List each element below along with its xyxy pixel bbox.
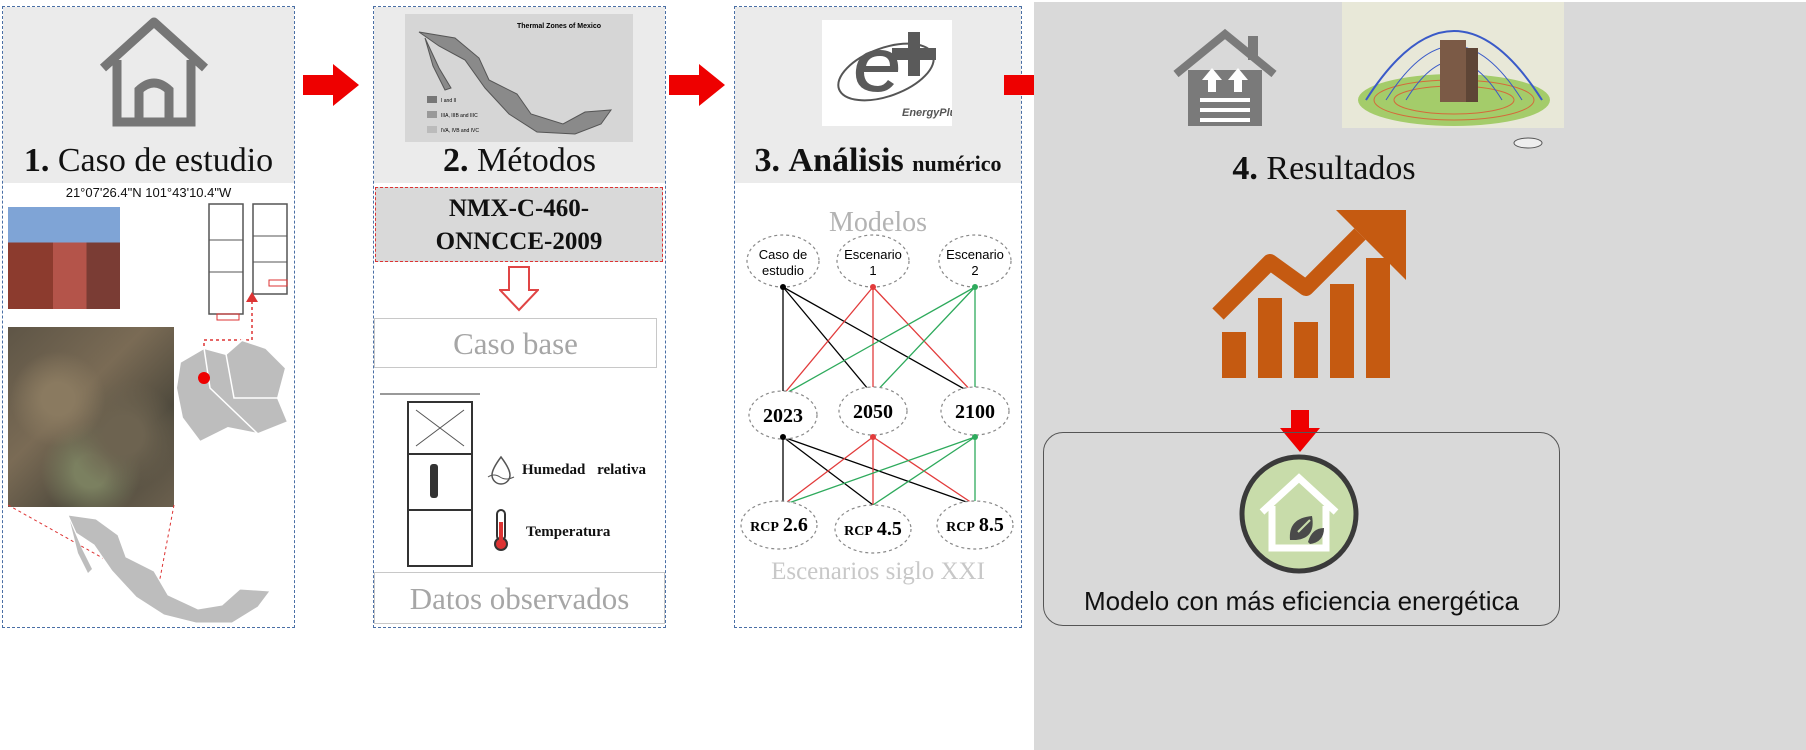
sensor-floor-plan xyxy=(380,393,480,567)
svg-text:estudio: estudio xyxy=(762,263,804,278)
energyplus-text: EnergyPlus xyxy=(902,107,952,119)
final-model-label: Modelo con más eficiencia energética xyxy=(1083,586,1520,616)
final-model-box xyxy=(1043,432,1560,626)
scenario-network: Modelos Caso de estudio Escenario 1 Esc xyxy=(740,207,1014,585)
solar-study-image xyxy=(1342,2,1564,128)
svg-text:RCP 2.6: RCP 2.6 xyxy=(750,514,808,536)
rcp-node-2-6: RCP 2.6 xyxy=(740,500,818,550)
panel3-title: 3. Análisis numérico xyxy=(754,142,1002,179)
map-legend-2: IIIA, IIIB and IIIC xyxy=(441,113,478,119)
results-down-arrow xyxy=(1280,410,1320,452)
small-ellipse-mark xyxy=(1513,137,1543,149)
model-node-1: Caso de estudio xyxy=(746,234,820,288)
thermometer-icon xyxy=(494,509,508,551)
municipality-map xyxy=(174,338,290,444)
svg-text:2100: 2100 xyxy=(955,401,995,423)
map-title: Thermal Zones of Mexico xyxy=(517,23,601,30)
standard-box: NMX-C-460- ONNCCE-2009 xyxy=(375,187,663,262)
standard-line-2: ONNCCE-2009 xyxy=(435,228,603,255)
floor-plan-image xyxy=(208,203,288,321)
map-legend-3: IVA, IVB and IVC xyxy=(441,128,479,134)
standard-line-1: NMX-C-460- xyxy=(448,195,590,222)
svg-text:Escenario: Escenario xyxy=(844,247,902,262)
thermal-zones-map: Thermal Zones of Mexico I and II IIIA, I… xyxy=(405,14,633,142)
down-arrow-icon xyxy=(499,266,539,312)
house-outline-icon xyxy=(99,17,209,127)
mexico-map xyxy=(8,505,271,624)
panel1-title: 1. Caso de estudio xyxy=(23,142,274,179)
year-node-2100: 2100 xyxy=(940,386,1010,436)
panel2-title: 2. Métodos xyxy=(443,142,596,179)
year-node-2023: 2023 xyxy=(748,390,818,440)
humidity-label: Humedad relativa xyxy=(522,462,646,478)
house-photo xyxy=(8,207,120,309)
humidity-icon xyxy=(487,455,515,485)
flow-arrow-2 xyxy=(669,64,725,106)
temperature-label: Temperatura xyxy=(526,524,611,540)
energyplus-logo: EnergyPlus xyxy=(822,20,952,126)
model-node-2: Escenario 1 xyxy=(836,234,910,288)
model-node-3: Escenario 2 xyxy=(938,234,1012,288)
svg-text:RCP 8.5: RCP 8.5 xyxy=(946,514,1004,536)
rcp-node-8-5: RCP 8.5 xyxy=(936,500,1014,550)
rcp-node-4-5: RCP 4.5 xyxy=(834,504,912,554)
svg-text:Escenario: Escenario xyxy=(946,247,1004,262)
panel1-header xyxy=(3,7,294,183)
flow-arrow-1 xyxy=(303,64,359,106)
coordinates-label: 21°07'26.4"N 101°43'10.4"W xyxy=(65,185,232,200)
eco-house-leaf-icon xyxy=(1239,454,1359,574)
svg-text:Caso de: Caso de xyxy=(759,247,807,262)
svg-text:2023: 2023 xyxy=(763,405,803,427)
year-node-2050: 2050 xyxy=(838,386,908,436)
house-heating-icon xyxy=(1173,28,1277,126)
scenarios-label: Escenarios siglo XXI xyxy=(771,558,985,585)
base-case-box: Caso base xyxy=(374,318,657,368)
svg-text:1: 1 xyxy=(869,263,876,278)
svg-text:RCP 4.5: RCP 4.5 xyxy=(844,518,902,540)
growth-chart-icon xyxy=(1212,210,1406,378)
panel4-title: 4. Resultados xyxy=(1232,150,1416,187)
observed-data-box: Datos observados xyxy=(374,572,665,624)
svg-text:2050: 2050 xyxy=(853,401,893,423)
svg-text:2: 2 xyxy=(971,263,978,278)
satellite-map xyxy=(8,327,174,507)
models-label: Modelos xyxy=(829,207,927,238)
map-legend-1: I and II xyxy=(441,98,456,104)
